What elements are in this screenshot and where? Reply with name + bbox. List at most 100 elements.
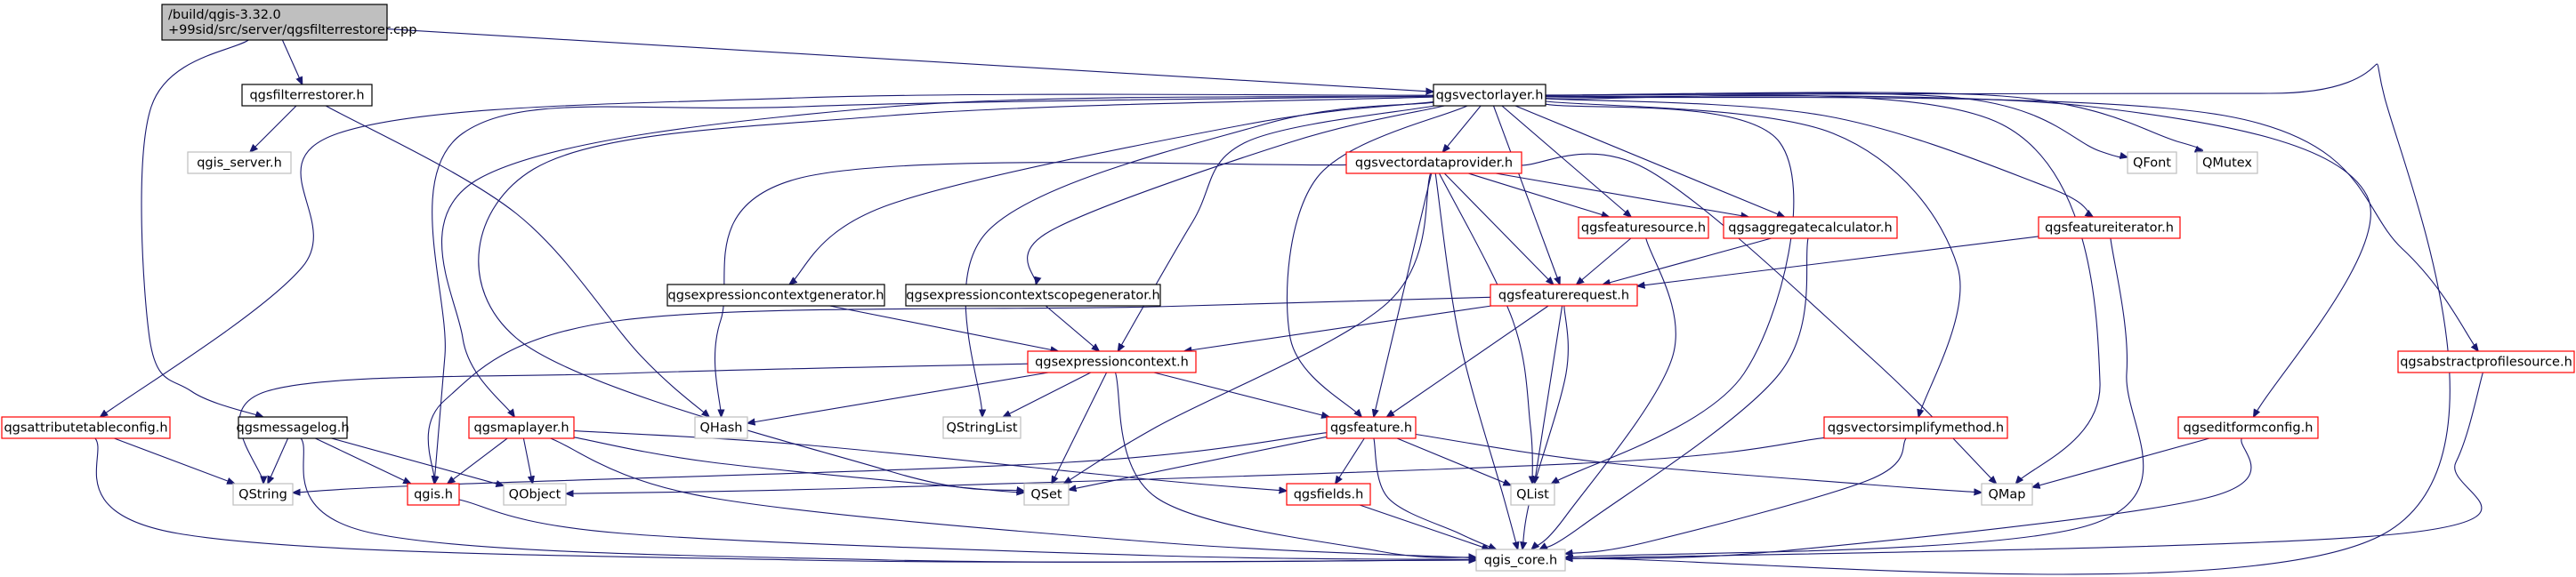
node-box — [1723, 216, 1898, 239]
edge-qgsvectorlayer-h-to-qgsfeature-h — [1286, 105, 1468, 417]
node-qgsfilterrestorer-h[interactable]: qgsfilterrestorer.h — [241, 84, 373, 107]
node-box — [232, 483, 294, 506]
edge-root-to-qgsfilterrestorer-h — [281, 39, 302, 84]
node-qgsfeatureiterator-h[interactable]: qgsfeatureiterator.h — [2038, 216, 2181, 239]
node-label: QObject — [509, 488, 561, 502]
node-box — [1510, 483, 1555, 506]
edge-qgsmessagelog-h-to-qstring — [268, 437, 289, 484]
edge-qgsvectordataprovider-h-to-qgsfeaturerequest-h — [1443, 172, 1553, 284]
node-label: +99sid/src/server/qgsfilterrestorer.cpp — [168, 23, 416, 37]
node-qgsmaplayer-h[interactable]: qgsmaplayer.h — [468, 416, 575, 439]
node-box — [1578, 216, 1709, 239]
node-box — [2397, 350, 2575, 373]
edge-qgsvectordataprovider-h-to-qgis-core-h — [1434, 172, 1518, 549]
node-box — [407, 483, 460, 506]
file-nodes: /build/qgis-3.32.0+99sid/src/server/qgsf… — [1, 4, 2575, 572]
node-label: qgsfilterrestorer.h — [249, 89, 364, 103]
node-qgsvectorlayer-h[interactable]: qgsvectorlayer.h — [1433, 84, 1546, 107]
edge-qgsvectorlayer-h-to-qgsfeatureiterator-h — [1545, 98, 2093, 217]
node-label: qgis.h — [414, 488, 453, 502]
node-box — [161, 4, 388, 41]
node-box — [1433, 84, 1546, 107]
node-box — [2127, 151, 2177, 174]
edge-qgsvectorlayer-h-to-qgsexpressioncontextgenerator-h — [789, 101, 1434, 284]
node-label: qgis_server.h — [197, 156, 282, 171]
edge-qgsfeaturerequest-h-to-qgis-h — [427, 296, 1491, 484]
node-label: QStringList — [946, 421, 1017, 436]
edge-qgsexpressioncontextscopegenerator-h-to-qgsexpressioncontext-h — [1045, 305, 1099, 351]
edge-qgsexpressioncontext-h-to-qstringlist — [1003, 372, 1092, 417]
node-qgsfields-h[interactable]: qgsfields.h — [1286, 483, 1371, 506]
edge-qgsvectorlayer-h-to-qgis-h — [432, 95, 1434, 484]
node-qstringlist: QStringList — [942, 416, 1022, 439]
node-box — [942, 416, 1022, 439]
node-label: QFont — [2133, 156, 2171, 171]
node-qgsfeaturerequest-h[interactable]: qgsfeaturerequest.h — [1490, 284, 1638, 307]
node-label: qgsabstractprofilesource.h — [2400, 356, 2572, 370]
edge-qgsvectorlayer-h-to-qgsvectordataprovider-h — [1442, 105, 1482, 152]
edge-qgsfeaturesource-h-to-qgis-core-h — [1531, 237, 1676, 549]
node-box — [241, 84, 373, 107]
node-qgsexpressioncontext-h[interactable]: qgsexpressioncontext.h — [1027, 350, 1197, 373]
node-box — [2038, 216, 2181, 239]
node-root: /build/qgis-3.32.0+99sid/src/server/qgsf… — [161, 4, 416, 41]
node-label: qgsmaplayer.h — [473, 421, 569, 436]
node-qgsvectordataprovider-h[interactable]: qgsvectordataprovider.h — [1345, 151, 1522, 174]
node-qmutex: QMutex — [2196, 151, 2258, 174]
node-label: QString — [238, 488, 287, 502]
node-label: QMutex — [2202, 156, 2252, 171]
edge-qgsexpressioncontext-h-to-qstring — [238, 363, 1029, 484]
node-qfont: QFont — [2127, 151, 2177, 174]
node-box — [1823, 416, 2008, 439]
node-qgsmessagelog-h[interactable]: qgsmessagelog.h — [236, 416, 350, 439]
node-qgsattributetableconfig-h[interactable]: qgsattributetableconfig.h — [1, 416, 171, 439]
edge-qgsmessagelog-h-to-qgis-core-h — [300, 437, 1476, 562]
node-box — [1023, 483, 1070, 506]
edge-qgsfeature-h-to-qmap — [1415, 433, 1982, 493]
edge-qgsfeature-h-to-qgsfields-h — [1336, 437, 1365, 484]
node-qhash: QHash — [694, 416, 748, 439]
node-qgsexpressioncontextgenerator-h[interactable]: qgsexpressioncontextgenerator.h — [666, 284, 885, 307]
node-qstring: QString — [232, 483, 294, 506]
edge-qgsvectorlayer-h-to-qmutex — [1545, 92, 2202, 152]
node-box — [666, 284, 885, 307]
node-qgsfeaturesource-h[interactable]: qgsfeaturesource.h — [1578, 216, 1709, 239]
edge-qgsmessagelog-h-to-qgis-h — [315, 437, 410, 484]
node-label: qgsexpressioncontextgenerator.h — [668, 289, 884, 303]
edge-qgsexpressioncontext-h-to-qhash — [747, 372, 1049, 423]
edge-qgsaggregatecalculator-h-to-qgis-core-h — [1539, 237, 1809, 549]
node-box — [694, 416, 748, 439]
edge-qgsfeaturerequest-h-to-qgsfeature-h — [1386, 305, 1549, 417]
edge-qgsmessagelog-h-to-qobject — [331, 437, 505, 485]
node-qgis-h[interactable]: qgis.h — [407, 483, 460, 506]
node-qgsabstractprofilesource-h[interactable]: qgsabstractprofilesource.h — [2397, 350, 2575, 373]
edge-qgsvectorlayer-h-to-qgsexpressioncontext-h — [1118, 105, 1435, 351]
edge-qgsvectorlayer-h-to-qgsaggregatecalculator-h — [1514, 105, 1785, 217]
node-label: qgseditformconfig.h — [2184, 421, 2314, 436]
node-box — [1490, 284, 1638, 307]
edge-qgsvectorlayer-h-to-qset — [478, 96, 1434, 491]
edge-qgsvectorlayer-h-to-qgis-core-h — [1545, 63, 2451, 575]
edge-qgsvectorlayer-h-to-qmap — [1545, 94, 2101, 484]
node-qgsvectorsimplifymethod-h[interactable]: qgsvectorsimplifymethod.h — [1823, 416, 2008, 439]
edge-qgsfeature-h-to-qgis-core-h — [1373, 437, 1497, 549]
node-label: qgsfeature.h — [1330, 421, 1412, 436]
edge-qgis-h-to-qgis-core-h — [458, 499, 1476, 559]
node-label: qgsfeaturerequest.h — [1498, 289, 1629, 303]
node-qgsaggregatecalculator-h[interactable]: qgsaggregatecalculator.h — [1723, 216, 1898, 239]
node-label: /build/qgis-3.32.0 — [168, 8, 281, 22]
edge-qgsvectordataprovider-h-to-qgsaggregatecalculator-h — [1495, 172, 1748, 217]
node-qgsfeature-h[interactable]: qgsfeature.h — [1326, 416, 1417, 439]
node-qgsexpressioncontextscopegenerator-h[interactable]: qgsexpressioncontextscopegenerator.h — [905, 284, 1161, 307]
edge-qgsexpressioncontext-h-to-qgsfeature-h — [1153, 372, 1329, 417]
node-label: qgsvectorsimplifymethod.h — [1828, 421, 2004, 436]
edge-qgsvectorlayer-h-to-qfont — [1545, 92, 2128, 157]
node-box — [1981, 483, 2033, 506]
edge-qgsfields-h-to-qgis-core-h — [1359, 504, 1490, 549]
edge-qgsmaplayer-h-to-qgis-core-h — [550, 437, 1477, 558]
node-qgseditformconfig-h[interactable]: qgseditformconfig.h — [2177, 416, 2319, 439]
edge-qgsvectorlayer-h-to-qgsattributetableconfig-h — [101, 93, 1434, 417]
edge-qgsvectorlayer-h-to-qgsvectorsimplifymethod-h — [1545, 100, 1961, 417]
node-box — [1027, 350, 1197, 373]
